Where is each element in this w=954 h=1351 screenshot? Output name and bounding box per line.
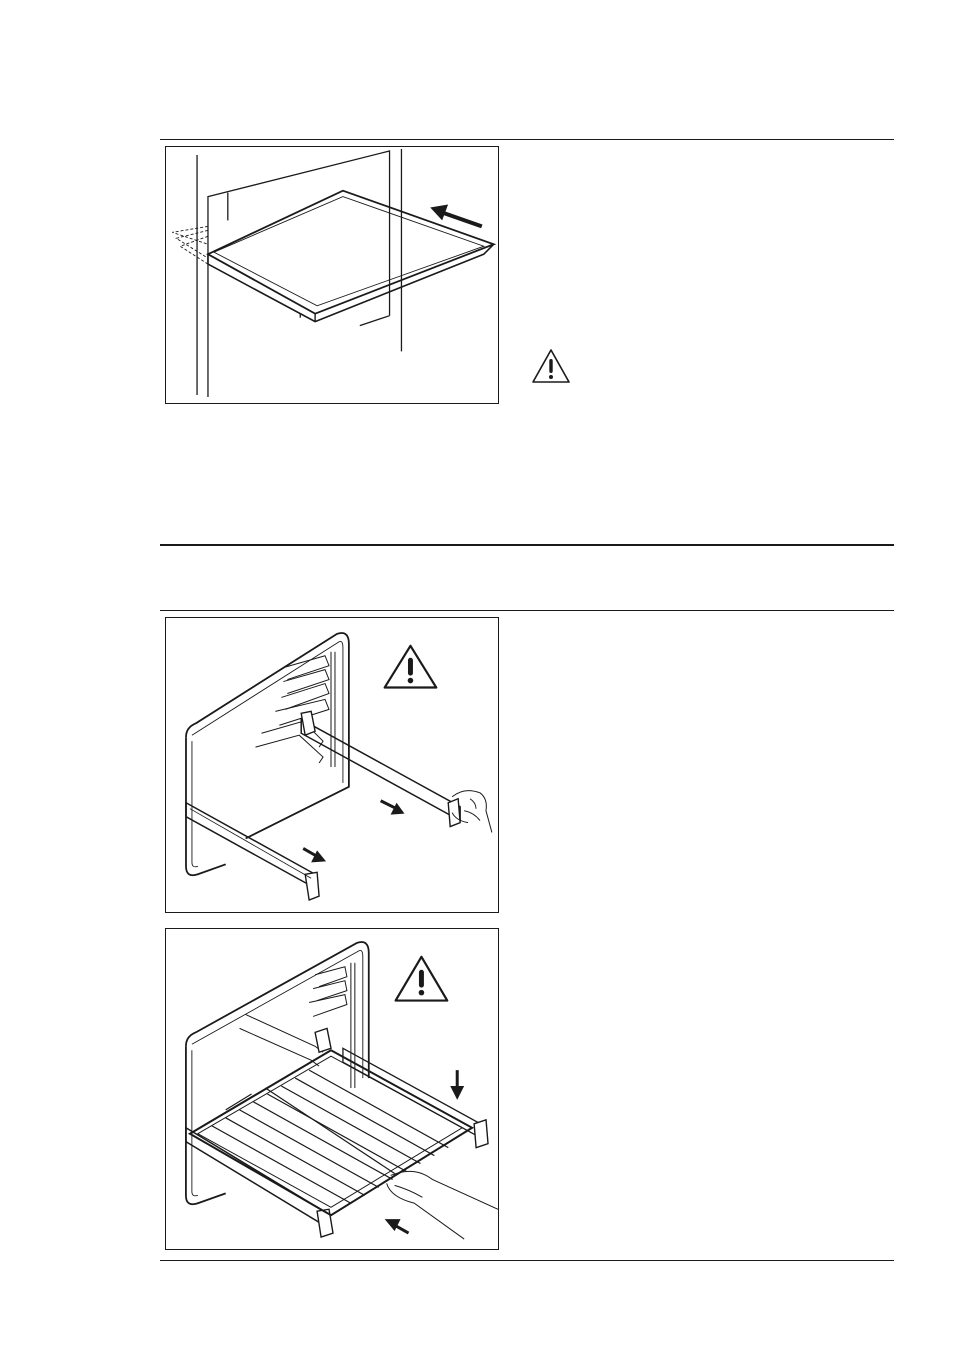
section-rule-heading-bottom xyxy=(160,610,894,611)
arrow-pull-icon xyxy=(303,848,326,862)
baking-tray-pushed-into-oven-illustration xyxy=(165,146,499,404)
warning-triangle-icon xyxy=(531,348,571,384)
section-rule-heading-top xyxy=(160,544,894,546)
pull-out-telescopic-runners-illustration xyxy=(165,617,499,913)
arrow-down-icon xyxy=(450,1070,464,1100)
arrow-pull-icon xyxy=(381,801,405,815)
arrow-push-icon xyxy=(430,205,482,227)
warning-triangle-icon xyxy=(385,646,437,688)
section-rule-bottom xyxy=(160,1260,894,1261)
warning-triangle-icon xyxy=(396,957,448,1001)
arrow-push-icon xyxy=(385,1219,409,1233)
section-rule-top xyxy=(160,139,894,140)
wire-shelf-on-runners-illustration xyxy=(165,928,499,1250)
